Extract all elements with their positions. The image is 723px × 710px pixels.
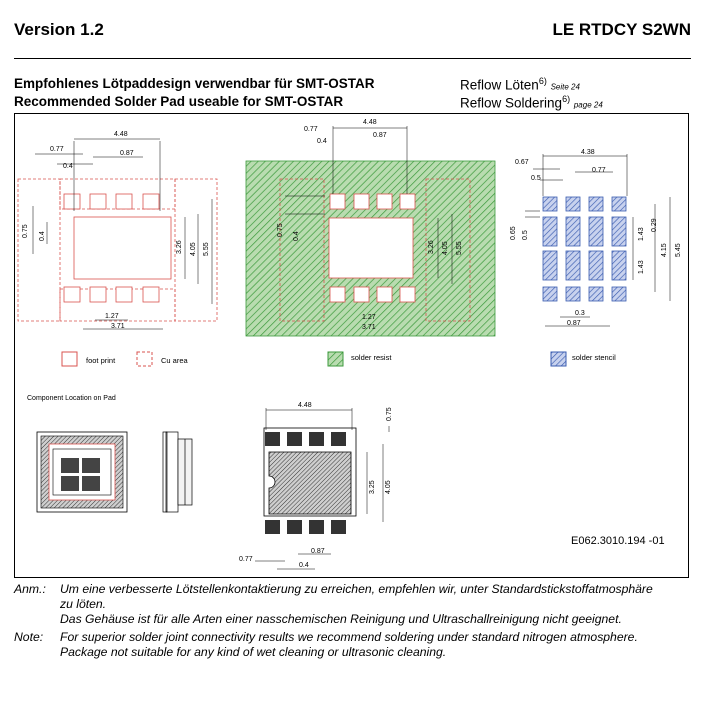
view-component-top: [36, 431, 128, 513]
note-de-line-2: zu löten.: [60, 597, 107, 611]
dim-555-b: 5.55: [456, 241, 463, 255]
dim-087-d: 0.87: [311, 548, 325, 555]
dim-075-b: 0.75: [277, 223, 284, 237]
dim-087-c: 0.87: [567, 320, 581, 327]
dim-438: 4.38: [581, 149, 595, 156]
title-de: Empfohlenes Lötpaddesign verwendbar für …: [14, 76, 375, 91]
dim-087-a: 0.87: [120, 150, 134, 157]
cu-area-outline: [17, 178, 218, 322]
reflow-de: Reflow Löten6) Seite 24: [460, 76, 580, 93]
legend-cu-swatch: [136, 351, 153, 367]
dim-05-a: 0.5: [531, 175, 541, 182]
version-label: Version 1.2: [14, 20, 104, 39]
view-solder-stencil: 4.38 0.67 0.5 0.77 0.65 0.5 1.43 0.29 1.…: [510, 149, 682, 327]
dim-077-b: 0.77: [304, 126, 318, 133]
reflow-en: Reflow Soldering6) page 24: [460, 94, 603, 111]
note-en-label: Note:: [14, 630, 44, 644]
legend-footprint-label: foot print: [86, 356, 116, 365]
legend-stencil-label: solder stencil: [572, 353, 616, 362]
dim-415: 4.15: [661, 243, 668, 257]
dim-371-b: 3.71: [362, 324, 376, 331]
dim-127-b: 1.27: [362, 314, 376, 321]
dim-405-b: 4.05: [442, 241, 449, 255]
dim-067: 0.67: [515, 159, 529, 166]
dim-326-a: 3.26: [176, 240, 183, 254]
note-de-line-3: Das Gehäuse ist für alle Arten einer nas…: [60, 612, 622, 626]
drawing-frame: 4.48 0.77 0.4 0.87 0.75 0.4 3.26 4.05 5.…: [14, 113, 689, 578]
legend-footprint-swatch: [61, 351, 78, 367]
dim-371-a: 3.71: [111, 323, 125, 330]
dim-065: 0.65: [510, 226, 517, 240]
dim-075-c: 0.75: [386, 407, 393, 421]
dim-05-b: 0.5: [522, 230, 529, 240]
dim-077-d: 0.77: [239, 556, 253, 563]
dim-326-b: 3.26: [428, 240, 435, 254]
note-en-line-1: For superior solder joint connectivity r…: [60, 630, 638, 644]
notes: Anm.: Um eine verbesserte Lötstellenkont…: [14, 582, 704, 663]
legend: foot print Cu area solder resist solder …: [61, 351, 616, 367]
view-footprint: 4.48 0.77 0.4 0.87 0.75 0.4 3.26 4.05 5.…: [17, 131, 218, 330]
dim-077-a: 0.77: [50, 146, 64, 153]
part-number: LE RTDCY S2WN: [552, 20, 691, 39]
dim-448-c: 4.48: [298, 402, 312, 409]
dim-555-a: 5.55: [203, 242, 210, 256]
dim-04-e: 0.4: [299, 562, 309, 569]
header-rule: [14, 58, 691, 59]
note-de: Anm.: Um eine verbesserte Lötstellenkont…: [14, 582, 704, 627]
dim-448-b: 4.48: [363, 119, 377, 126]
legend-cu-label: Cu area: [161, 356, 189, 365]
view-solder-resist: 4.48 0.77 0.4 0.87 0.75 0.4 3.26 4.05 5.…: [245, 119, 496, 337]
dim-127-a: 1.27: [105, 313, 119, 320]
dim-087-b: 0.87: [373, 132, 387, 139]
note-en-line-2: Package not suitable for any kind of wet…: [60, 645, 447, 659]
dim-405-a: 4.05: [190, 242, 197, 256]
view-component-side: [162, 431, 193, 513]
dim-029: 0.29: [651, 218, 658, 232]
dim-04-d: 0.4: [293, 231, 300, 241]
legend-stencil-swatch: [550, 351, 567, 367]
legend-resist-swatch: [327, 351, 344, 367]
dim-143-a: 1.43: [638, 227, 645, 241]
title-en: Recommended Solder Pad useable for SMT-O…: [14, 94, 344, 109]
dim-405-c: 4.05: [385, 480, 392, 494]
component-location-label: Component Location on Pad: [27, 395, 116, 402]
note-de-line-1: Um eine verbesserte Lötstellenkontaktier…: [60, 582, 653, 596]
footprint-pads: [63, 193, 172, 303]
dim-075-a: 0.75: [22, 224, 29, 238]
dim-04-b: 0.4: [39, 231, 46, 241]
dim-545: 5.45: [675, 243, 682, 257]
view-package-bottom: 4.48 0.75 3.25 4.05 0.77 0.87 0.4: [239, 402, 393, 570]
dim-448-a: 4.48: [114, 131, 128, 138]
dim-04-a: 0.4: [63, 163, 73, 170]
dim-143-b: 1.43: [638, 260, 645, 274]
drawing-number: E062.3010.194 -01: [571, 535, 665, 547]
dim-325: 3.25: [369, 480, 376, 494]
solder-pad-drawing: 4.48 0.77 0.4 0.87 0.75 0.4 3.26 4.05 5.…: [17, 119, 682, 570]
stencil-apertures: [542, 196, 627, 302]
dim-077-c: 0.77: [592, 167, 606, 174]
note-en: Note: For superior solder joint connecti…: [14, 630, 704, 660]
legend-resist-label: solder resist: [351, 353, 392, 362]
dim-03: 0.3: [575, 310, 585, 317]
dim-04-c: 0.4: [317, 138, 327, 145]
note-de-label: Anm.:: [14, 582, 46, 596]
